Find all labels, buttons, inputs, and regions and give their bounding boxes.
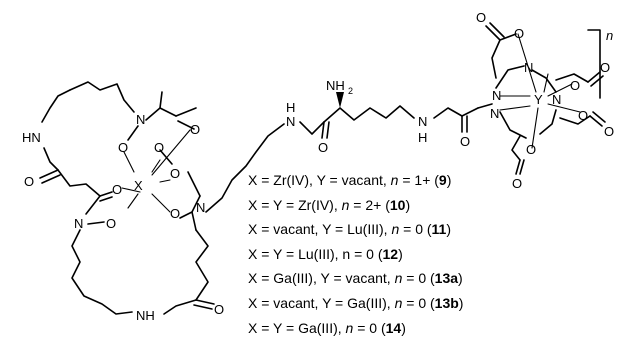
compound-line: X = vacant, Y = Lu(III), n = 0 (11) — [248, 217, 518, 242]
compound-line: X = Y = Ga(III), n = 0 (14) — [248, 316, 518, 341]
dfo-macrocycle — [39, 81, 215, 315]
compound-text: X = Y = Zr(IV), — [248, 196, 342, 213]
compound-text: = 1+ ( — [398, 172, 439, 188]
compound-number: 14 — [385, 319, 402, 336]
atom-n-linker: N — [286, 114, 295, 129]
compound-text: ) — [458, 270, 463, 287]
dota-cage — [477, 22, 606, 175]
compound-line: X = Y = Lu(III), n = 0 (12) — [248, 242, 518, 267]
atom-o-dota-1b: O — [514, 26, 524, 41]
compound-list: X = Zr(IV), Y = vacant, n = 1+ (9)X = Y … — [248, 168, 518, 340]
atom-o-n-top-b: O — [154, 140, 164, 155]
atom-o-acetyl: O — [190, 122, 200, 137]
atom-o-c-lower: O — [170, 206, 180, 221]
compound-text: X = Y = Lu(III), n = 0 ( — [248, 245, 383, 262]
compound-text: X = Zr(IV), Y = vacant, — [248, 172, 391, 188]
compound-text: ) — [458, 294, 464, 311]
atom-o-amide-bottom: O — [214, 302, 224, 317]
atom-nh2-sub: 2 — [348, 86, 353, 96]
compound-text: X = vacant, Y = Lu(III), — [248, 221, 392, 238]
atom-o-n-right: O — [170, 166, 180, 181]
compound-n-symbol: n — [345, 319, 354, 336]
atom-h-lys: H — [418, 130, 427, 145]
compound-text: = 0 ( — [353, 319, 386, 336]
compound-text: ) — [401, 319, 406, 336]
compound-n-symbol: n — [341, 196, 350, 213]
atom-o-dota-2a: O — [600, 60, 610, 75]
atom-metal-x: X — [134, 178, 143, 193]
compound-line: X = Y = Zr(IV), n = 2+ (10) — [248, 193, 518, 218]
atom-nh-bottom: NH — [136, 308, 155, 323]
atom-nh2-label: NH — [326, 78, 345, 93]
atom-n-top-left: N — [136, 112, 145, 127]
compound-n-symbol: n — [391, 221, 400, 238]
atom-hn-left: HN — [22, 130, 41, 145]
compound-text: ) — [446, 172, 452, 188]
compound-text: X = Ga(III), Y = vacant, — [248, 270, 395, 287]
compound-line: X = vacant, Y = Ga(III), n = 0 (13b) — [248, 291, 518, 316]
atom-o-dota-1a: O — [476, 10, 486, 25]
atom-n-cyc-4: N — [490, 106, 499, 121]
atom-n-cyc-3: N — [552, 92, 561, 107]
compound-n-symbol: n — [390, 172, 399, 188]
atom-o-carbonyl-left: O — [112, 182, 122, 197]
compound-text: X = vacant, Y = Ga(III), — [248, 294, 395, 311]
atom-o-dota-2b: O — [570, 78, 580, 93]
atom-o-gly-carbonyl: O — [460, 134, 470, 149]
compound-text: = 2+ ( — [349, 196, 390, 213]
atom-o-n-lower: O — [106, 216, 116, 231]
compound-text: ) — [446, 221, 452, 238]
compound-number: 10 — [389, 196, 406, 213]
atom-h-linker: H — [286, 100, 295, 115]
atom-o-dota-4a: O — [512, 176, 522, 191]
atom-o-n-top-a: O — [118, 140, 128, 155]
compound-text: X = Y = Ga(III), — [248, 319, 346, 336]
atom-o-dota-3b: O — [578, 108, 588, 123]
linker-chain — [205, 92, 479, 213]
compound-line: X = Ga(III), Y = vacant, n = 0 (13a) — [248, 266, 518, 291]
compound-number: 13a — [434, 270, 459, 287]
atom-n-cyc-1: N — [492, 88, 501, 103]
compound-text: = 0 ( — [399, 221, 432, 238]
atom-n-cyc-2: N — [524, 60, 533, 75]
atom-n-lower-left: N — [74, 216, 83, 231]
compound-text: = 0 ( — [402, 294, 435, 311]
atom-o-amide-left: O — [24, 174, 34, 189]
compound-text: ) — [405, 196, 411, 213]
compound-number: 11 — [431, 221, 447, 238]
compound-number: 9 — [438, 172, 447, 188]
compound-number: 12 — [382, 245, 399, 262]
charge-n-label: n — [606, 28, 613, 43]
compound-number: 13b — [434, 294, 459, 311]
atom-o-lys-carbonyl: O — [318, 140, 328, 155]
atom-labels: N HN O O O O X O N O N O O NH O N H NH 2… — [22, 10, 614, 323]
compound-n-symbol: n — [394, 294, 403, 311]
atom-n-lys: N — [418, 114, 427, 129]
compound-n-symbol: n — [394, 270, 403, 287]
compound-text: = 0 ( — [402, 270, 435, 287]
compound-text: ) — [398, 245, 403, 262]
atom-o-dota-4b: O — [526, 142, 536, 157]
compound-line: X = Zr(IV), Y = vacant, n = 1+ (9) — [248, 168, 518, 193]
atom-n-right: N — [196, 200, 205, 215]
atom-o-dota-3a: O — [604, 124, 614, 139]
atom-metal-y: Y — [534, 92, 543, 107]
